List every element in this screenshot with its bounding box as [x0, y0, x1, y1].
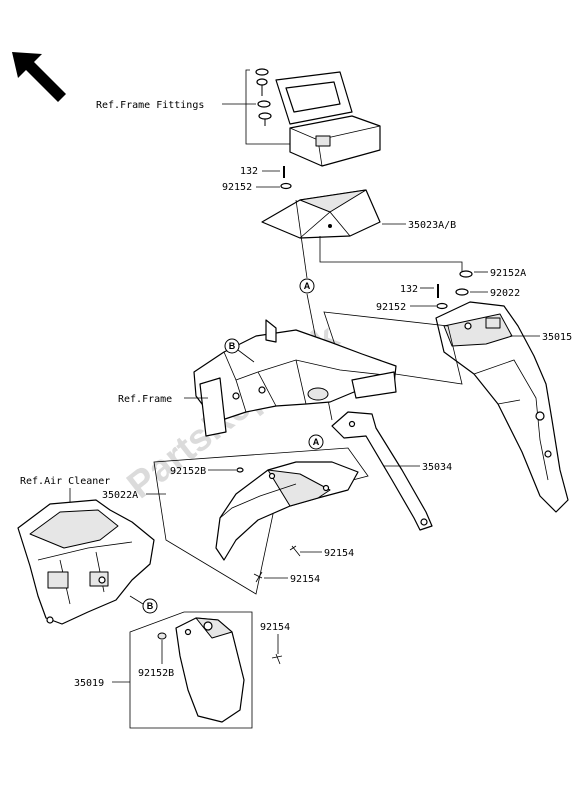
label-35019: 35019: [74, 678, 104, 689]
main-frame: [193, 319, 397, 437]
label-92154-a: 92154: [324, 548, 354, 559]
flap-35019: [175, 617, 245, 723]
callout-a-lower: [308, 434, 324, 450]
label-92152B-bot: 92152B: [138, 668, 174, 679]
callout-b-lower-text: B: [147, 601, 154, 611]
label-92152A: 92152A: [490, 268, 526, 279]
label-92152-mid: 92152: [376, 302, 406, 313]
inner-fender-35022A: [215, 461, 359, 561]
direction-arrow-icon: [12, 52, 66, 102]
bracket-frame-fittings: [222, 69, 290, 145]
label-92152B-top: 92152B: [170, 466, 206, 477]
callout-b-top-text: B: [229, 341, 236, 351]
label-ref-frame-fittings: Ref.Frame Fittings: [96, 100, 204, 111]
label-35034: 35034: [422, 462, 452, 473]
label-92154-c: 92154: [260, 622, 290, 633]
washer-92152B: [157, 632, 167, 640]
label-35022A: 35022A: [102, 490, 138, 501]
bracket-35023: [261, 189, 381, 239]
bracket-35019: [129, 611, 253, 729]
callout-a-top: [299, 278, 315, 294]
label-35015: 35015: [542, 332, 572, 343]
callout-a-lower-text: A: [313, 437, 320, 447]
label-132-mid: 132: [400, 284, 418, 295]
callout-b-top: [224, 338, 240, 354]
label-92154-b: 92154: [290, 574, 320, 585]
washer-92152A: [459, 270, 473, 278]
label-ref-frame: Ref.Frame: [118, 394, 172, 405]
stay-35034: [331, 411, 433, 531]
label-92022: 92022: [490, 288, 520, 299]
label-ref-air-cleaner: Ref.Air Cleaner: [20, 476, 110, 487]
label-35023ab: 35023A/B: [408, 220, 456, 231]
callout-a-top-text: A: [304, 281, 311, 291]
label-92152-top: 92152: [222, 182, 252, 193]
air-cleaner-box: [17, 499, 155, 625]
label-132-top: 132: [240, 166, 258, 177]
rear-fender-35015: [435, 301, 569, 513]
washer-92022: [455, 288, 469, 296]
bolt-132-top: [280, 166, 292, 190]
top-tray-assembly: [275, 71, 381, 167]
fitting-bolts: [255, 68, 272, 126]
callout-b-lower: [142, 598, 158, 614]
